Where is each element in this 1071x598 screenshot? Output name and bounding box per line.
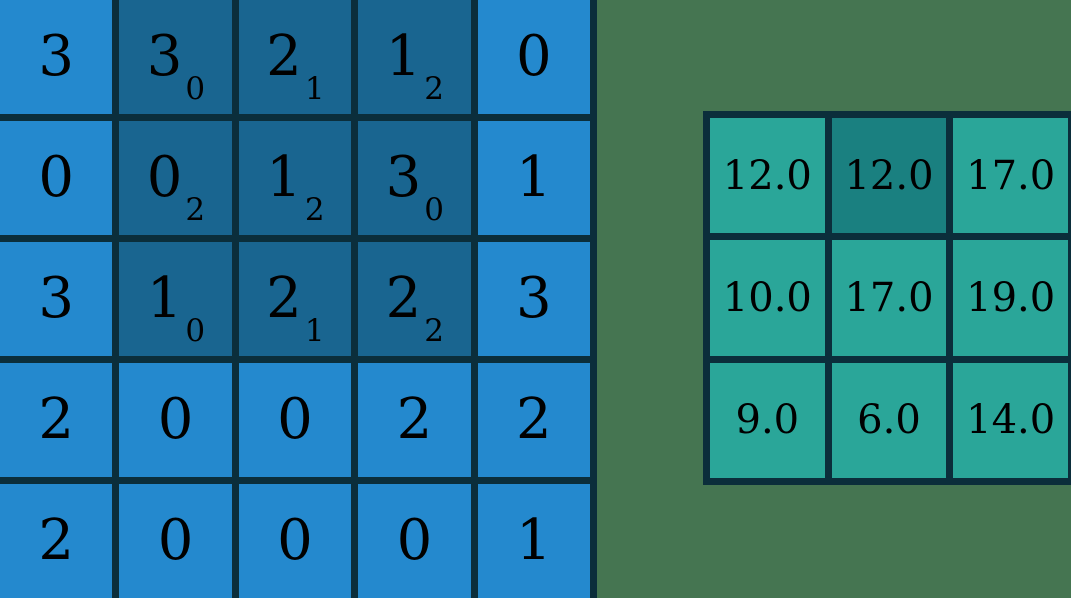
- input-cell-subscript: 0: [185, 313, 206, 349]
- input-cell-value: 1: [515, 145, 552, 210]
- input-cell-subscript: 0: [185, 71, 206, 107]
- input-cell-r0-c4[interactable]: 0: [477, 0, 590, 114]
- input-cell-value: 0: [396, 508, 433, 573]
- output-cell-r0-c1[interactable]: 12.0: [831, 118, 947, 234]
- input-cell-subscript: 2: [304, 192, 325, 228]
- input-cell-r2-c0[interactable]: 3: [0, 242, 113, 356]
- input-cell-value: 3: [38, 24, 75, 89]
- output-cell-r0-c0[interactable]: 12.0: [710, 118, 825, 234]
- input-cell-r3-c2[interactable]: 0: [238, 363, 352, 477]
- input-cell-r4-c4[interactable]: 1: [477, 484, 590, 598]
- input-cell-value: 0: [277, 387, 313, 452]
- input-cell-subscript: 2: [185, 192, 206, 228]
- input-cell-value: 0: [515, 24, 552, 89]
- input-cell-value: 2: [396, 387, 433, 452]
- input-cell-subscript: 0: [424, 192, 444, 228]
- input-cell-r1-c0[interactable]: 0: [0, 121, 113, 235]
- input-cell-r0-c0[interactable]: 3: [0, 0, 113, 114]
- output-cell-r2-c0[interactable]: 9.0: [710, 362, 825, 478]
- input-cell-value: 3: [38, 266, 75, 331]
- input-cell-value: 3: [515, 266, 552, 331]
- input-cell-value: 0: [38, 145, 75, 210]
- input-cell-subscript: 1: [304, 71, 325, 107]
- input-cell-subscript: 2: [424, 71, 444, 107]
- input-cell-r2-c4[interactable]: 3: [477, 242, 590, 356]
- output-cell-r2-c1[interactable]: 6.0: [831, 362, 947, 478]
- output-cell-r1-c2[interactable]: 19.0: [953, 240, 1068, 356]
- output-cell-r1-c0[interactable]: 10.0: [710, 240, 825, 356]
- input-cell-value: 1: [515, 508, 552, 573]
- input-cell-r4-c0[interactable]: 2: [0, 484, 113, 598]
- input-cell-r3-c4[interactable]: 2: [477, 363, 590, 477]
- input-cell-value: 2: [38, 387, 75, 452]
- input-cell-value: 2: [515, 387, 552, 452]
- output-cell-r2-c2[interactable]: 14.0: [953, 362, 1068, 478]
- input-cell-r3-c0[interactable]: 2: [0, 363, 113, 477]
- input-cell-value: 0: [157, 508, 194, 573]
- output-cell-r1-c1[interactable]: 17.0: [831, 240, 947, 356]
- input-cell-r4-c3[interactable]: 0: [358, 484, 471, 598]
- input-cell-r1-c4[interactable]: 1: [477, 121, 590, 235]
- input-cell-value: 0: [277, 508, 313, 573]
- input-cell-subscript: 1: [304, 313, 325, 349]
- input-cell-r4-c1[interactable]: 0: [119, 484, 232, 598]
- input-cell-r3-c1[interactable]: 0: [119, 363, 232, 477]
- input-cell-subscript: 2: [424, 313, 444, 349]
- input-cell-r4-c2[interactable]: 0: [238, 484, 352, 598]
- input-cell-value: 2: [38, 508, 75, 573]
- input-cell-value: 0: [157, 387, 194, 452]
- input-cell-r3-c3[interactable]: 2: [358, 363, 471, 477]
- output-cell-r0-c2[interactable]: 17.0: [953, 118, 1068, 234]
